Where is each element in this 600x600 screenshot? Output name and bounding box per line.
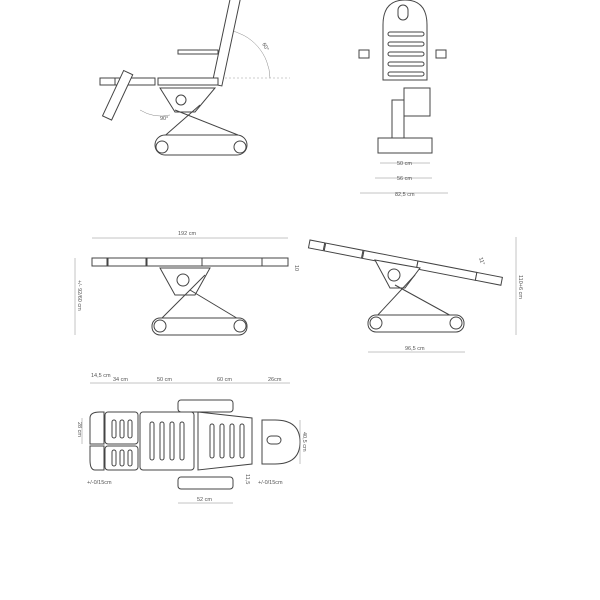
- top-head-label: 26cm: [268, 377, 282, 383]
- side-chair-view: 60° 90°: [99, 0, 290, 156]
- tilt-height-label: 110+6 cm: [517, 275, 523, 299]
- front-inner-width: 50 cm: [397, 161, 412, 167]
- top-armrest-width-label: 52 cm: [197, 497, 212, 503]
- front-view: 50 cm 56 cm 82,5 cm: [358, 0, 448, 198]
- side-tilt-view: 11° 110+6 cm 96,5 cm: [307, 237, 523, 353]
- flat-height-label: +/- 92/60 cm: [76, 280, 82, 311]
- top-leg-width-label: 28 cm: [76, 422, 82, 437]
- front-base-width: 56 cm: [397, 176, 412, 182]
- top-adjust-left-label: +/-0/15cm: [87, 480, 112, 486]
- top-view: 14,5 cm 34 cm 50 cm 60 cm 26cm 28 cm 40,…: [76, 373, 307, 504]
- tilt-angle-label: 11°: [477, 257, 485, 266]
- leg-angle-label: 90°: [160, 116, 168, 122]
- top-foot-label: 14,5 cm: [91, 373, 111, 379]
- top-seat-label: 50 cm: [157, 377, 172, 383]
- top-armrest-gap-label: 11,5: [244, 474, 250, 484]
- top-head-width-label: 40,5 cm: [301, 432, 307, 452]
- top-back-label: 60 cm: [217, 377, 232, 383]
- tilt-base-label: 96,5 cm: [405, 346, 425, 352]
- backrest-angle-label: 60°: [260, 42, 269, 52]
- top-leg-label: 34 cm: [113, 377, 128, 383]
- top-adjust-right-label: +/-0/15cm: [258, 480, 283, 486]
- flat-length-label: 192 cm: [178, 231, 196, 237]
- front-overall-width: 82,5 cm: [395, 192, 415, 198]
- side-flat-view: 192 cm 10 +/- 92/60 cm: [74, 231, 299, 336]
- pad-thickness-label: 10: [293, 265, 299, 271]
